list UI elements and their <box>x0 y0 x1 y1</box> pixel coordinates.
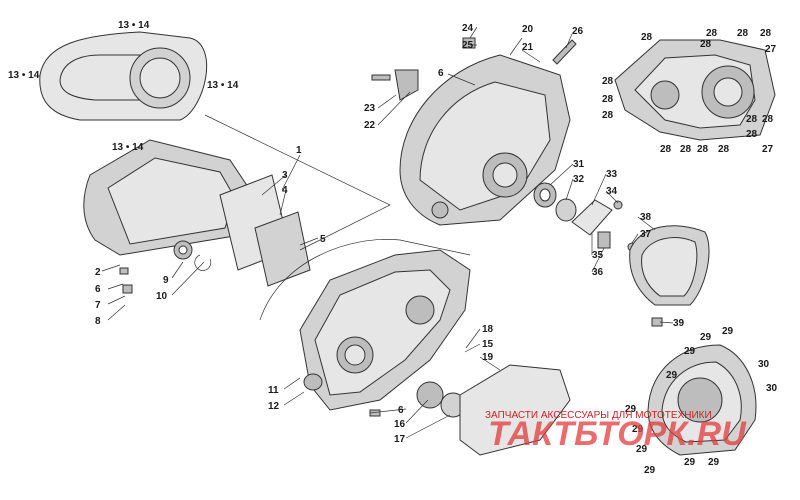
callout-label: 29 <box>684 346 696 357</box>
callout-label: 29 <box>666 370 678 381</box>
callout-label: 29 <box>632 424 644 435</box>
callout-label: 29 <box>700 332 712 343</box>
callout-label: 19 <box>482 352 494 363</box>
callout-label: 28 <box>737 28 749 39</box>
callout-label: 21 <box>522 42 534 53</box>
callout-label: 6 <box>95 284 101 295</box>
callout-label: 29 <box>644 465 656 476</box>
callout-label: 1 <box>296 145 302 156</box>
callout-label: 30 <box>758 359 770 370</box>
callout-label: 29 <box>625 404 637 415</box>
outer-clutch-cover <box>39 31 208 121</box>
callout-label: 31 <box>573 159 585 170</box>
callout-label: 34 <box>606 186 618 197</box>
callout-label: 29 <box>684 457 696 468</box>
callout-label: 13 • 14 <box>112 142 144 153</box>
bearing-stack <box>533 182 637 252</box>
callout-label: 17 <box>394 434 406 445</box>
callout-label: 5 <box>320 234 326 245</box>
callout-label: 28 <box>760 28 772 39</box>
callout-label: 3 <box>282 170 288 181</box>
callout-label: 29 <box>636 444 648 455</box>
callout-label: 10 <box>156 291 168 302</box>
callout-label: 2 <box>95 267 101 278</box>
callout-label: 16 <box>394 419 406 430</box>
callout-label: 28 <box>706 28 718 39</box>
callout-label: 15 <box>482 339 494 350</box>
callout-label: 18 <box>482 324 494 335</box>
callout-label: 6 <box>398 405 404 416</box>
callout-label: 25 <box>462 40 474 51</box>
callout-label: 29 <box>708 457 720 468</box>
callout-label: 12 <box>268 401 280 412</box>
callout-label: 11 <box>268 385 279 396</box>
callout-label: 4 <box>282 185 288 196</box>
callout-label: 28 <box>602 94 614 105</box>
callout-label: 28 <box>718 144 730 155</box>
callout-label: 6 <box>438 68 444 79</box>
top-right-case <box>614 39 776 141</box>
callout-label: 7 <box>95 300 101 311</box>
gasket-19 <box>459 364 571 456</box>
callout-label: 28 <box>697 144 709 155</box>
bottom-right-cover <box>647 344 757 456</box>
callout-label: 33 <box>606 169 618 180</box>
callout-label: 30 <box>766 383 778 394</box>
callout-label: 13 • 14 <box>207 80 239 91</box>
callout-label: 37 <box>640 229 652 240</box>
callout-label: 35 <box>592 250 604 261</box>
callout-label: 28 <box>700 39 712 50</box>
callout-label: 28 <box>762 114 774 125</box>
callout-label: 32 <box>573 174 585 185</box>
crankcase-cover-20 <box>371 37 577 226</box>
callout-label: 28 <box>746 129 758 140</box>
leader-lines <box>101 26 674 439</box>
callout-label: 28 <box>602 110 614 121</box>
cover-38 <box>629 225 710 327</box>
callout-label: 23 <box>364 103 376 114</box>
callout-label: 28 <box>746 114 758 125</box>
callout-label: 28 <box>602 76 614 87</box>
watermark-logo-text: ТАКТБТОРК.RU <box>488 415 747 453</box>
callout-label: 27 <box>765 44 777 55</box>
callout-label: 22 <box>364 120 376 131</box>
callout-label: 28 <box>641 32 653 43</box>
callout-label: 27 <box>762 144 774 155</box>
watermark-tagline: ЗАПЧАСТИ АКСЕССУАРЫ ДЛЯ МОТОТЕХНИКИ <box>485 410 712 421</box>
callout-label: 36 <box>592 267 604 278</box>
callout-label: 20 <box>522 24 534 35</box>
callout-label: 9 <box>163 275 169 286</box>
callout-label: 29 <box>722 326 734 337</box>
inner-cover-1 <box>83 139 251 294</box>
watermark: ЗАПЧАСТИ АКСЕССУАРЫ ДЛЯ МОТОТЕХНИКИ ТАКТ… <box>485 410 747 453</box>
callout-label: 28 <box>680 144 692 155</box>
callout-label: 26 <box>572 26 584 37</box>
callout-label: 28 <box>660 144 672 155</box>
callout-label: 38 <box>640 212 652 223</box>
callout-label: 13 • 14 <box>8 70 40 81</box>
callout-label: 39 <box>673 318 685 329</box>
callout-label: 13 • 14 <box>118 20 150 31</box>
callout-label: 8 <box>95 316 101 327</box>
callout-label: 24 <box>462 23 474 34</box>
gasket-plates <box>204 114 391 287</box>
callout-labels: 13 • 14 13 • 14 13 • 14 13 • 14 1 2 3 4 … <box>8 20 778 476</box>
crankcase-main <box>259 239 471 418</box>
